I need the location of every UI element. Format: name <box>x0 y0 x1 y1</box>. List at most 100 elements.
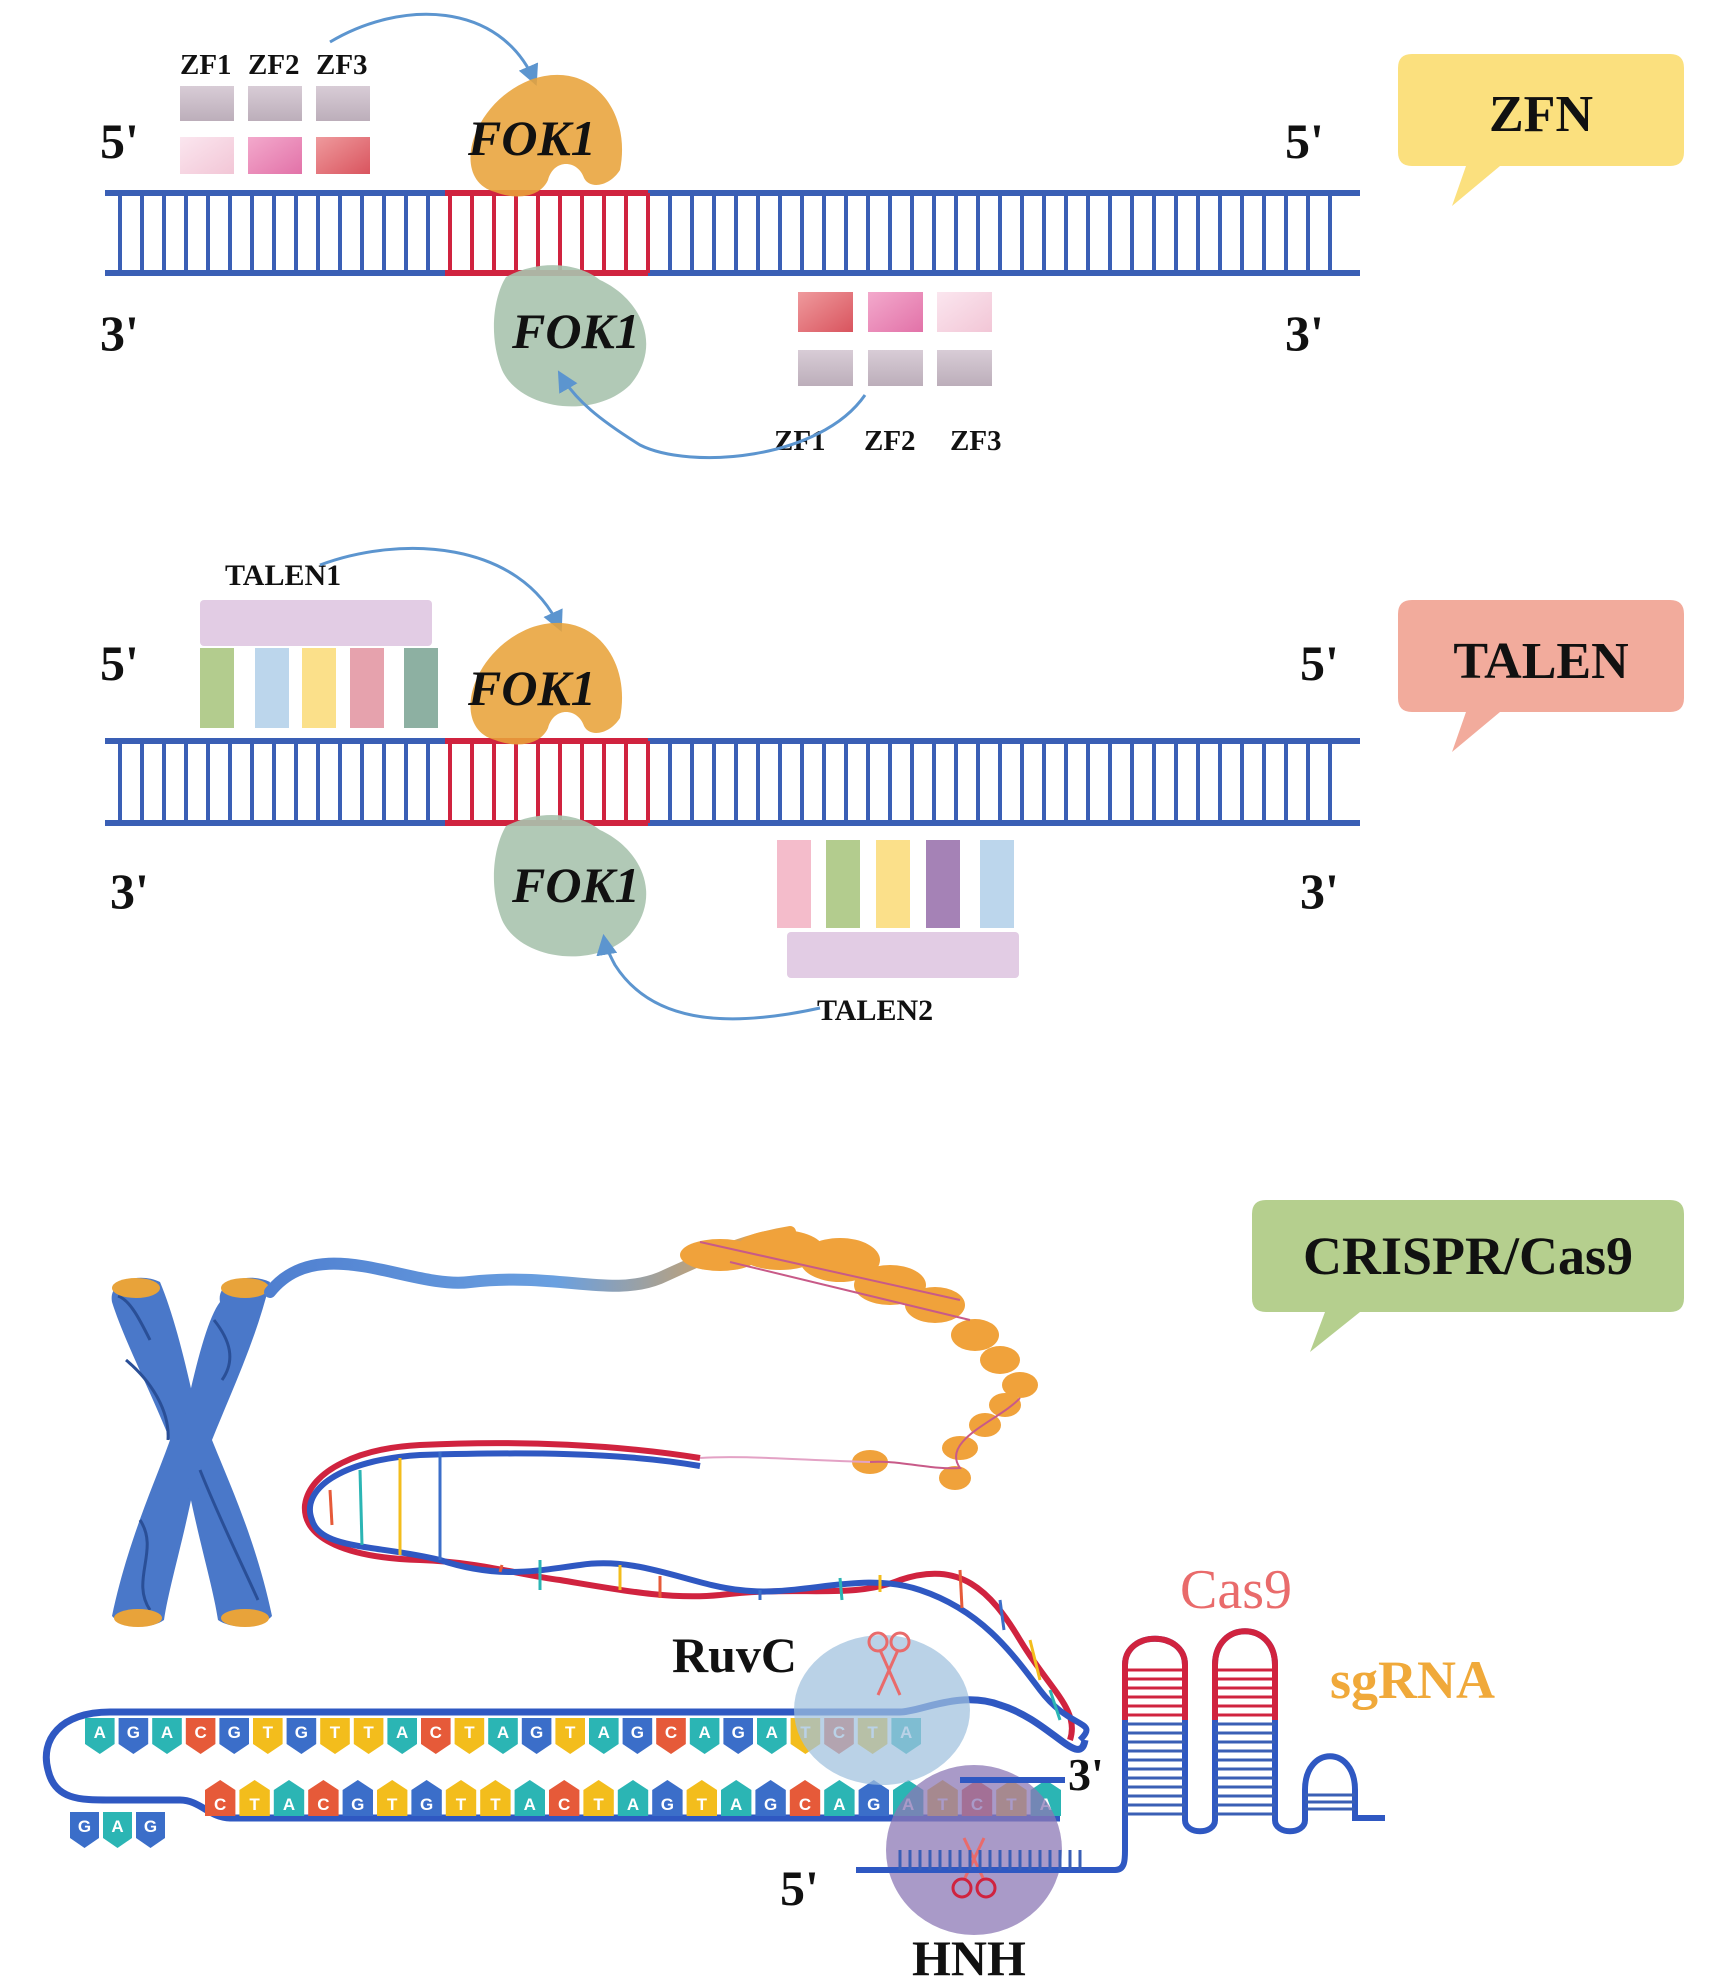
nucleotide-tile <box>377 1790 408 1816</box>
talen1-repeat-1 <box>200 648 234 728</box>
crispr-3prime-label: 3' <box>1068 1749 1104 1800</box>
nucleotide-tip <box>387 1744 417 1754</box>
ruvc-label: RuvC <box>672 1627 797 1683</box>
zfn-top-arrow <box>329 12 539 86</box>
nucleotide-tile <box>308 1790 339 1816</box>
talen1-repeat-4 <box>350 648 384 728</box>
talen-top-arrow <box>319 546 563 632</box>
nucleotide-tip <box>721 1780 752 1790</box>
zf-bottom-pink-3 <box>798 292 853 332</box>
nucleotide-tile <box>454 1718 485 1744</box>
talen2-protein: TALEN2 <box>777 840 1019 1027</box>
nucleotide-tip <box>480 1780 511 1790</box>
chromosome-icon <box>111 1277 272 1627</box>
crispr-badge-bubble <box>1252 1200 1684 1352</box>
talen-bottom-arrow <box>596 933 821 1021</box>
zfn-fok1-top-shape <box>470 74 623 197</box>
nucleotide-tile <box>589 1718 619 1744</box>
zfn-bottom-arrow <box>557 370 867 460</box>
talen-badge-bubble <box>1398 600 1684 752</box>
scissors-icon <box>867 1631 911 1696</box>
nucleotide-tile <box>583 1790 614 1816</box>
zfn-section: ZF1 ZF2 ZF3 FOK1 FOK1 ZF1 ZF2 ZF3 5' 5' … <box>100 12 1684 460</box>
nucleotide-letter: A <box>698 1723 710 1742</box>
nucleotide-letter: G <box>144 1817 157 1836</box>
nucleotide-tile <box>353 1718 384 1744</box>
nucleotide-letter: A <box>833 1795 845 1814</box>
nucleotide-tile <box>514 1790 545 1816</box>
nucleotide-tip <box>521 1744 552 1754</box>
nucleotide-tile <box>480 1790 511 1816</box>
nucleotide-tile <box>411 1790 442 1816</box>
nucleotide-letter: G <box>661 1795 674 1814</box>
zf-top-grey-2 <box>248 86 302 121</box>
zfn-dna-ladder <box>105 190 1360 276</box>
nucleotide-tile <box>652 1790 683 1816</box>
nucleotide-letter: C <box>665 1723 677 1742</box>
target-dna-outer-strand <box>42 1696 1089 1822</box>
talen2-repeat-1 <box>777 840 811 928</box>
crispr-5prime-label: 5' <box>780 1860 819 1916</box>
nucleotide-tip <box>488 1744 518 1754</box>
talen-fok1-top-label: FOK1 <box>467 660 596 716</box>
nucleotide-tile <box>721 1790 752 1816</box>
nucleotide-tile <box>387 1718 417 1744</box>
talen-5prime-left: 5' <box>100 635 139 691</box>
nucleotide-tile <box>858 1790 889 1816</box>
nucleotide-letter: G <box>295 1723 308 1742</box>
nucleotide-tip <box>656 1744 686 1754</box>
nucleotide-tile <box>686 1790 717 1816</box>
nucleotide-letter: C <box>430 1723 442 1742</box>
nucleotide-letter: A <box>94 1723 106 1742</box>
nucleotide-tip <box>70 1838 99 1848</box>
sgrna-structure <box>856 1628 1385 1873</box>
zfn-fok1-bottom-shape <box>493 265 647 407</box>
zf-top-pink-1 <box>180 137 234 174</box>
talen-3prime-right: 3' <box>1300 863 1339 919</box>
nucleotide-tile <box>521 1718 552 1744</box>
nucleotide-tip <box>589 1744 619 1754</box>
talen-fok1-bottom-label: FOK1 <box>511 857 640 913</box>
talen1-repeat-2 <box>255 648 289 728</box>
nucleotide-tile <box>757 1718 787 1744</box>
nucleotide-tile <box>549 1790 580 1816</box>
nucleotide-letter: T <box>330 1723 341 1742</box>
crispr-badge: CRISPR/Cas9 <box>1252 1200 1684 1352</box>
nucleotide-tip <box>152 1744 182 1754</box>
sgrna-base-pairs <box>1125 1668 1355 1816</box>
nucleotide-letter: C <box>799 1795 811 1814</box>
nucleotide-tile <box>185 1718 216 1744</box>
nucleotide-tip <box>308 1780 339 1790</box>
zf-bottom-grey-1 <box>798 350 853 386</box>
talen2-repeat-3 <box>876 840 910 928</box>
zfn-badge-bubble <box>1398 54 1684 206</box>
nucleotide-tile <box>689 1718 720 1744</box>
nucleotide-tile <box>205 1790 236 1816</box>
talen-section: TALEN1 FOK1 FOK1 TALEN2 5' 5' 3' 3' TALE… <box>100 546 1684 1027</box>
nucleotide-tile <box>342 1790 373 1816</box>
talen2-repeat-2 <box>826 840 860 928</box>
zf-top-label-2: ZF2 <box>248 49 300 81</box>
nucleotide-letter: A <box>627 1795 639 1814</box>
zfn-dna-rungs <box>118 193 1332 273</box>
nucleotide-tile <box>136 1812 165 1838</box>
nucleotide-letter: G <box>530 1723 543 1742</box>
nucleotide-letter: G <box>420 1795 433 1814</box>
nucleotide-tip <box>689 1744 720 1754</box>
nucleotide-letter: A <box>766 1723 778 1742</box>
nucleotide-tip <box>549 1780 580 1790</box>
nucleotide-tip <box>555 1744 585 1754</box>
nucleotide-letter: G <box>867 1795 880 1814</box>
hnh-domain <box>886 1765 1062 1935</box>
nucleotide-tip <box>445 1780 477 1790</box>
nucleotide-tip <box>320 1744 350 1754</box>
zf-top-label-3: ZF3 <box>316 49 368 81</box>
talen-fok1-top-shape <box>470 622 623 745</box>
nucleotide-letter: A <box>730 1795 742 1814</box>
nucleotide-tile <box>286 1718 317 1744</box>
talen2-body <box>787 932 1019 978</box>
zf-bottom-grey-2 <box>868 350 923 386</box>
zf-bottom-label-3: ZF3 <box>950 425 1002 457</box>
nucleotide-letter: C <box>214 1795 226 1814</box>
zf-bottom-pink-1 <box>937 292 992 332</box>
